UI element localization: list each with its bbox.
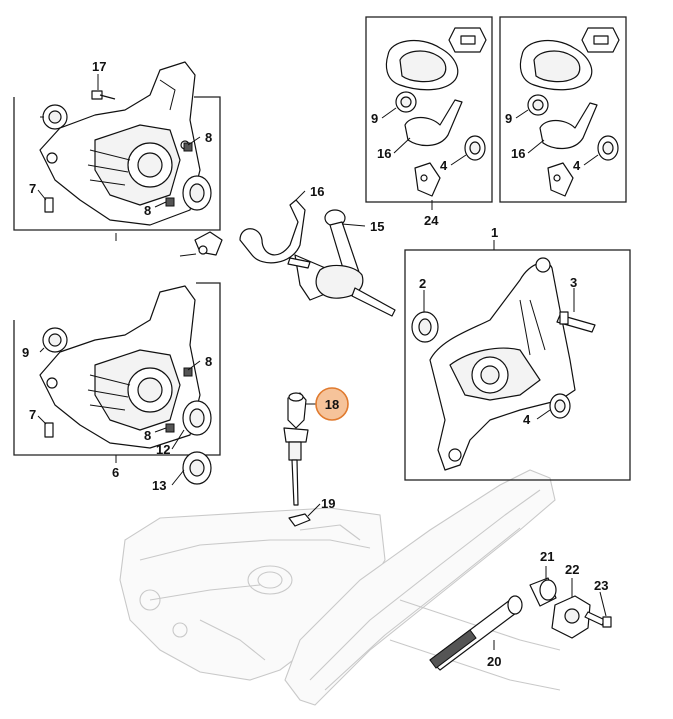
callout-13: 13 <box>152 478 166 493</box>
callout-22: 22 <box>565 562 579 577</box>
callout-19: 19 <box>321 496 335 511</box>
callout-16-box-b: 16 <box>511 146 525 161</box>
callout-9-box-b: 9 <box>505 111 512 126</box>
callout-8-upper-b: 8 <box>144 203 151 218</box>
seal-4-right <box>549 393 571 419</box>
highlight-circle[interactable] <box>315 387 349 421</box>
crankcase-half-upper <box>39 61 201 226</box>
stud-3 <box>556 311 596 333</box>
callout-15: 15 <box>370 219 384 234</box>
bearing-9-upper <box>42 104 68 130</box>
callout-4-box-a: 4 <box>440 158 448 173</box>
screw-23 <box>584 611 612 628</box>
screw-17 <box>91 90 116 100</box>
bracket-22 <box>551 595 591 639</box>
callout-18[interactable]: 18 <box>325 397 339 412</box>
callout-8-lower-b: 8 <box>144 428 151 443</box>
crankcase-left-box-lower <box>13 282 221 456</box>
gasket-set-b-parts <box>519 27 620 197</box>
crankcase-right-box <box>404 249 631 481</box>
callout-7-lower: 7 <box>29 407 36 422</box>
bearing-9-lower <box>42 327 68 353</box>
sleeve-20 <box>429 595 523 671</box>
seal-16-middle <box>239 199 306 264</box>
callout-8-upper-a: 8 <box>205 130 212 145</box>
gasket-set-box-b <box>499 16 627 203</box>
callout-4-box-b: 4 <box>573 158 581 173</box>
callout-16-box-a: 16 <box>377 146 391 161</box>
dowel-7-upper <box>44 197 54 213</box>
bushing-21 <box>529 577 557 607</box>
clip-19 <box>288 513 311 527</box>
callout-4-right: 4 <box>523 412 531 427</box>
callout-23: 23 <box>594 578 608 593</box>
callout-16-middle: 16 <box>310 184 324 199</box>
crankcase-half-right <box>429 257 576 471</box>
callout-labels: 17 8 7 8 8 9 7 8 12 13 6 16 15 1 2 3 4 9… <box>22 59 608 669</box>
oil-pump-18 <box>283 392 309 506</box>
callout-2: 2 <box>419 276 426 291</box>
pin-8-lower <box>165 367 193 433</box>
bearing-12-lower <box>182 400 212 436</box>
callout-20: 20 <box>487 654 501 669</box>
callout-24: 24 <box>424 213 439 228</box>
crankcase-left-box <box>13 96 221 231</box>
bearing-12-upper <box>182 175 212 211</box>
callout-9-box-a: 9 <box>371 111 378 126</box>
gasket-set-a-parts <box>385 27 487 197</box>
callout-12: 12 <box>156 442 170 457</box>
callout-3: 3 <box>570 275 577 290</box>
crankshaft-15 <box>287 209 396 317</box>
callout-8-lower-a: 8 <box>205 354 212 369</box>
callout-17: 17 <box>92 59 106 74</box>
callout-1: 1 <box>491 225 498 240</box>
callout-21: 21 <box>540 549 554 564</box>
valve-fitting <box>179 231 223 257</box>
leader-lines <box>37 74 607 650</box>
callout-9-lower: 9 <box>22 345 29 360</box>
gasket-set-box-a <box>365 16 493 203</box>
callout-6: 6 <box>112 465 119 480</box>
bearing-2 <box>411 311 439 343</box>
callout-18-highlight[interactable]: 18 <box>315 387 349 421</box>
bearing-13 <box>182 451 212 485</box>
callout-7-upper: 7 <box>29 181 36 196</box>
crankcase-half-lower <box>39 285 201 449</box>
dowel-7-lower <box>44 422 54 438</box>
